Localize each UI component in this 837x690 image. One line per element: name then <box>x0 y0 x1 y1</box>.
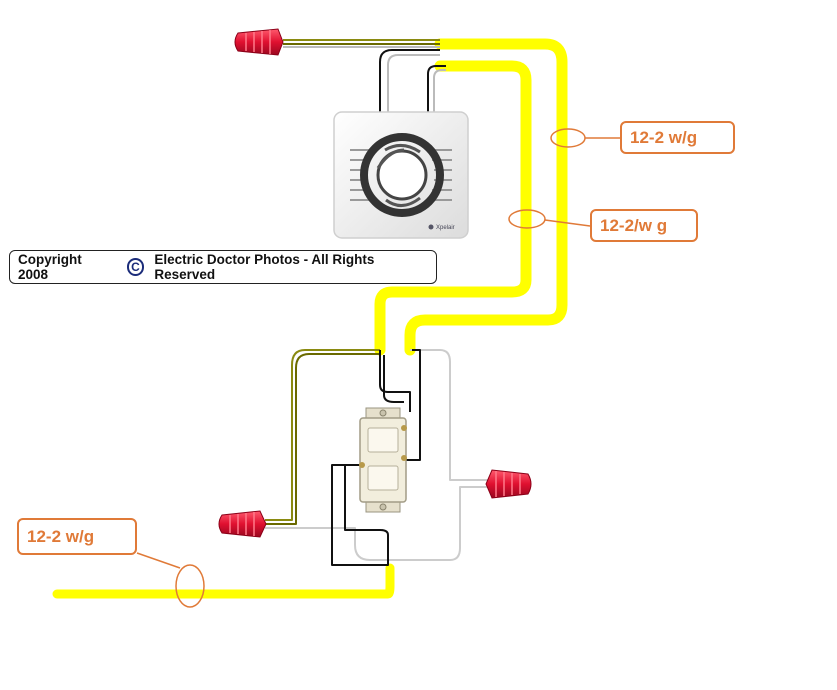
cable-inner <box>374 60 532 356</box>
wire-nut-left <box>218 510 267 538</box>
copyright-owner: Electric Doctor Photos - All Rights Rese… <box>154 252 375 282</box>
yellow-cables <box>52 38 568 599</box>
wire-nut-right <box>485 469 532 499</box>
cable-label-top-right: 12-2 w/g <box>620 121 735 154</box>
cable-marker-mid <box>508 209 546 229</box>
cable-label-mid-right: 12-2/w g <box>590 209 698 242</box>
cable-marker-bottom <box>175 564 205 608</box>
copyright-banner: Copyright 2008 C Electric Doctor Photos … <box>9 250 437 284</box>
wire-nut-top <box>234 28 284 56</box>
double-switch <box>359 407 407 513</box>
exhaust-fan: Xpelair <box>333 111 469 239</box>
copyright-year: Copyright 2008 <box>18 252 82 282</box>
cable-bottom <box>52 563 395 599</box>
cable-marker-top <box>550 128 586 148</box>
switch-wires <box>265 349 495 566</box>
copyright-icon: C <box>126 258 145 276</box>
cable-outer <box>404 38 568 356</box>
fan-wires <box>283 39 446 112</box>
callout-markers <box>136 128 620 608</box>
fan-brand: Xpelair <box>436 225 455 231</box>
cable-label-left: 12-2 w/g <box>17 518 137 555</box>
